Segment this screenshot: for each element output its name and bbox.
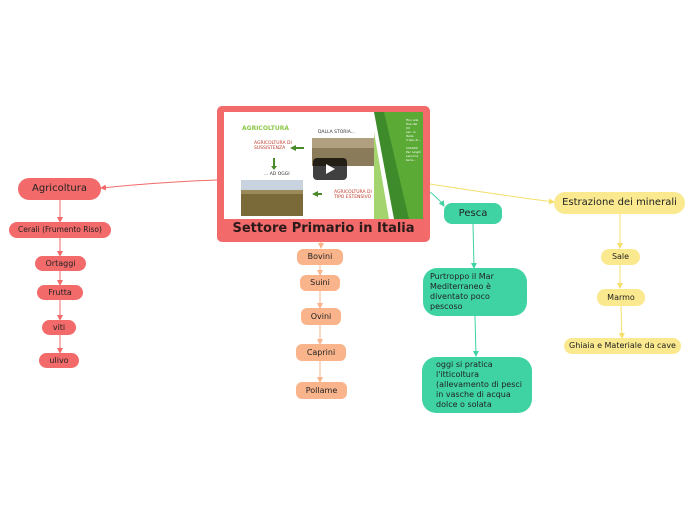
- topic-estrazione[interactable]: Estrazione dei minerali: [554, 192, 685, 214]
- link-estrazione: [429, 183, 555, 205]
- link-agricoltura: [100, 179, 218, 191]
- subtopic-viti[interactable]: viti: [42, 320, 76, 335]
- subtopic-itticoltura[interactable]: oggi si pratica l'itticoltura (allevamen…: [422, 357, 532, 413]
- slide-label-estensivo: AGRICOLTURA DI TIPO ESTENSIVO: [334, 190, 372, 200]
- slide-label-sussistenza: AGRICOLTURA DI SUSSISTENZA: [254, 141, 292, 151]
- slide-heading: AGRICOLTURA: [242, 125, 289, 132]
- slide-graphics: [241, 112, 423, 219]
- slide-label-oggi: ... AD OGGI: [264, 172, 290, 177]
- subtopic-ghiaia[interactable]: Ghiaia e Materiale da cave: [564, 338, 681, 354]
- subtopic-pesca-mediterraneo[interactable]: Purtroppo il Mar Mediterraneo è diventat…: [423, 268, 527, 316]
- subtopic-frutta[interactable]: Frutta: [37, 285, 83, 300]
- subtopic-cereali[interactable]: Cerali (Frumento Riso): [9, 222, 111, 238]
- subtopic-caprini[interactable]: Caprini: [296, 344, 346, 361]
- topic-agricoltura[interactable]: Agricoltura: [18, 178, 101, 200]
- subtopic-marmo[interactable]: Marmo: [597, 289, 645, 306]
- subtopic-suini[interactable]: Suini: [300, 275, 340, 291]
- link-pesca: [429, 191, 445, 207]
- subtopic-pollame[interactable]: Pollame: [296, 382, 347, 399]
- central-topic[interactable]: AGRICOLTURA DALLA STORIA... AGRICOLTURA …: [217, 106, 430, 242]
- play-icon[interactable]: [313, 158, 347, 180]
- slide-sidebar-text: Fino alla fine del XX sec. in Italia il …: [406, 118, 422, 162]
- subtopic-ortaggi[interactable]: Ortaggi: [35, 256, 86, 271]
- central-title: Settore Primario in Italia: [232, 221, 415, 236]
- subtopic-ovini[interactable]: Ovini: [301, 308, 341, 325]
- video-thumbnail[interactable]: AGRICOLTURA DALLA STORIA... AGRICOLTURA …: [224, 112, 423, 219]
- subtopic-bovini[interactable]: Bovini: [297, 249, 343, 265]
- subtopic-sale[interactable]: Sale: [601, 249, 640, 265]
- subtopic-ulivo[interactable]: ulivo: [39, 353, 79, 368]
- topic-pesca[interactable]: Pesca: [444, 203, 502, 224]
- slide-label-storia: DALLA STORIA...: [318, 130, 355, 135]
